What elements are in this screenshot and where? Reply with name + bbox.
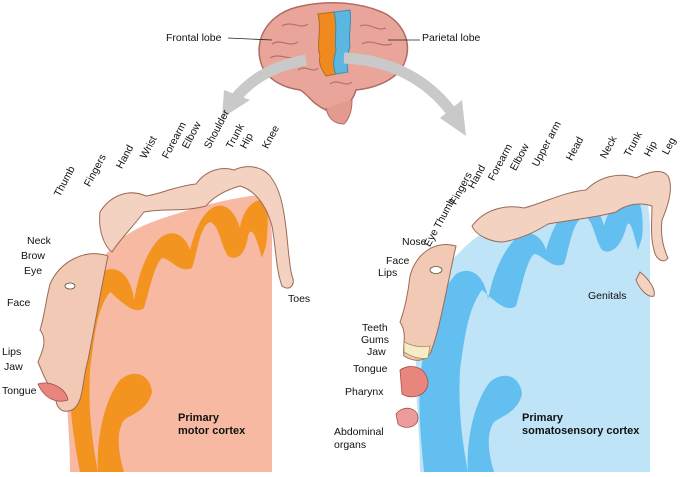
sensory-caption-line1: Primary xyxy=(522,412,563,424)
sensory-label-genitals: Genitals xyxy=(588,290,627,302)
frontal-lobe-label: Frontal lobe xyxy=(166,32,222,44)
motor-label-brow: Brow xyxy=(21,250,45,262)
motor-label-jaw: Jaw xyxy=(4,361,23,373)
sensory-foot xyxy=(635,271,655,297)
sensory-eye xyxy=(429,266,443,274)
motor-eye xyxy=(64,282,76,290)
motor-hand xyxy=(99,166,294,289)
sensory-label-teeth: Teeth xyxy=(362,322,388,334)
sensory-jaw-teeth xyxy=(403,341,431,359)
motor-caption-line1: Primary xyxy=(178,412,219,424)
sensory-label-nose: Nose xyxy=(402,236,427,248)
sensory-hand xyxy=(471,171,671,262)
sensory-caption-line2: somatosensory cortex xyxy=(522,425,640,437)
sensory-ribbon-lower-fold xyxy=(467,375,522,472)
parietal-lobe-label: Parietal lobe xyxy=(422,32,481,44)
sensory-label-jaw: Jaw xyxy=(367,346,386,358)
sensory-ribbon xyxy=(419,192,643,472)
brain-motor-strip xyxy=(317,11,337,77)
sensory-label-tongue: Tongue xyxy=(353,363,388,375)
sensory-abdominal-organs xyxy=(395,407,419,428)
motor-label-lips: Lips xyxy=(2,346,22,358)
sensory-label-pharynx: Pharynx xyxy=(345,386,384,398)
arrows xyxy=(222,52,466,136)
sensory-label-gums: Gums xyxy=(361,334,390,346)
sensory-label-organs: organs xyxy=(334,439,367,451)
sensory-cortex-caption: Primary somatosensory cortex xyxy=(522,412,639,438)
arrow-to-motor-head xyxy=(222,90,250,118)
motor-cortex xyxy=(37,166,294,472)
motor-tongue xyxy=(37,382,69,402)
arrow-to-sensory-head xyxy=(440,100,466,136)
brain-stem xyxy=(325,99,353,125)
sensory-pharynx xyxy=(399,366,429,398)
motor-label-toes: Toes xyxy=(288,293,311,305)
arrow-to-motor xyxy=(229,54,308,104)
motor-label-neck: Neck xyxy=(27,235,51,247)
motor-label-tongue: Tongue xyxy=(2,385,37,397)
motor-ribbon-lower-fold xyxy=(97,373,152,472)
motor-ribbon xyxy=(70,200,268,472)
sensory-label-abdominal: Abdominal xyxy=(334,426,384,438)
motor-cortex-caption: Primary motor cortex xyxy=(178,412,245,438)
brain-illustration xyxy=(227,2,420,125)
motor-label-eye: Eye xyxy=(24,265,43,277)
sensory-label-lips: Lips xyxy=(378,267,398,279)
sensory-label-face: Face xyxy=(386,255,410,267)
motor-label-face: Face xyxy=(7,297,31,309)
sensory-fill xyxy=(415,185,650,472)
frontal-leader-line xyxy=(227,37,273,41)
motor-caption-line2: motor cortex xyxy=(178,425,246,437)
arrow-to-sensory xyxy=(343,52,455,114)
sensory-cortex xyxy=(395,171,671,472)
